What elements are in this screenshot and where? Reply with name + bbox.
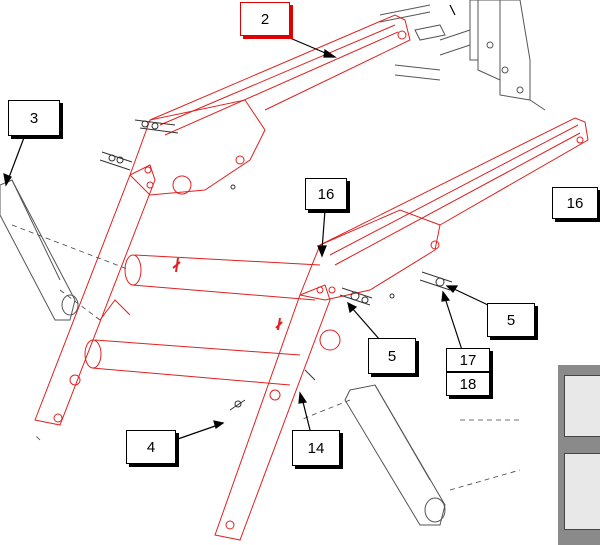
callout-5: 5 [368, 338, 416, 374]
left-loader-arm [34, 14, 411, 426]
callout-16: 16 [552, 187, 598, 219]
centerlines [11, 224, 521, 491]
callout-2: 2 [240, 2, 290, 36]
warning-decal [564, 453, 600, 530]
callout-4: 4 [126, 430, 176, 464]
cross-tubes [84, 254, 321, 386]
leader-lines [3, 4, 600, 441]
warning-decal-panel [558, 365, 600, 545]
callout-18: 18 [446, 372, 490, 396]
callout-16: 16 [305, 178, 347, 210]
mounting-bracket [379, 0, 546, 111]
hydraulic-cylinders [0, 179, 446, 526]
hardware-pins [99, 119, 453, 411]
right-loader-arm [214, 117, 589, 541]
callout-3: 3 [8, 100, 60, 136]
callout-5: 5 [487, 303, 535, 337]
callout-14: 14 [292, 430, 340, 466]
callout-17: 17 [446, 348, 490, 372]
warning-decal [564, 375, 600, 437]
